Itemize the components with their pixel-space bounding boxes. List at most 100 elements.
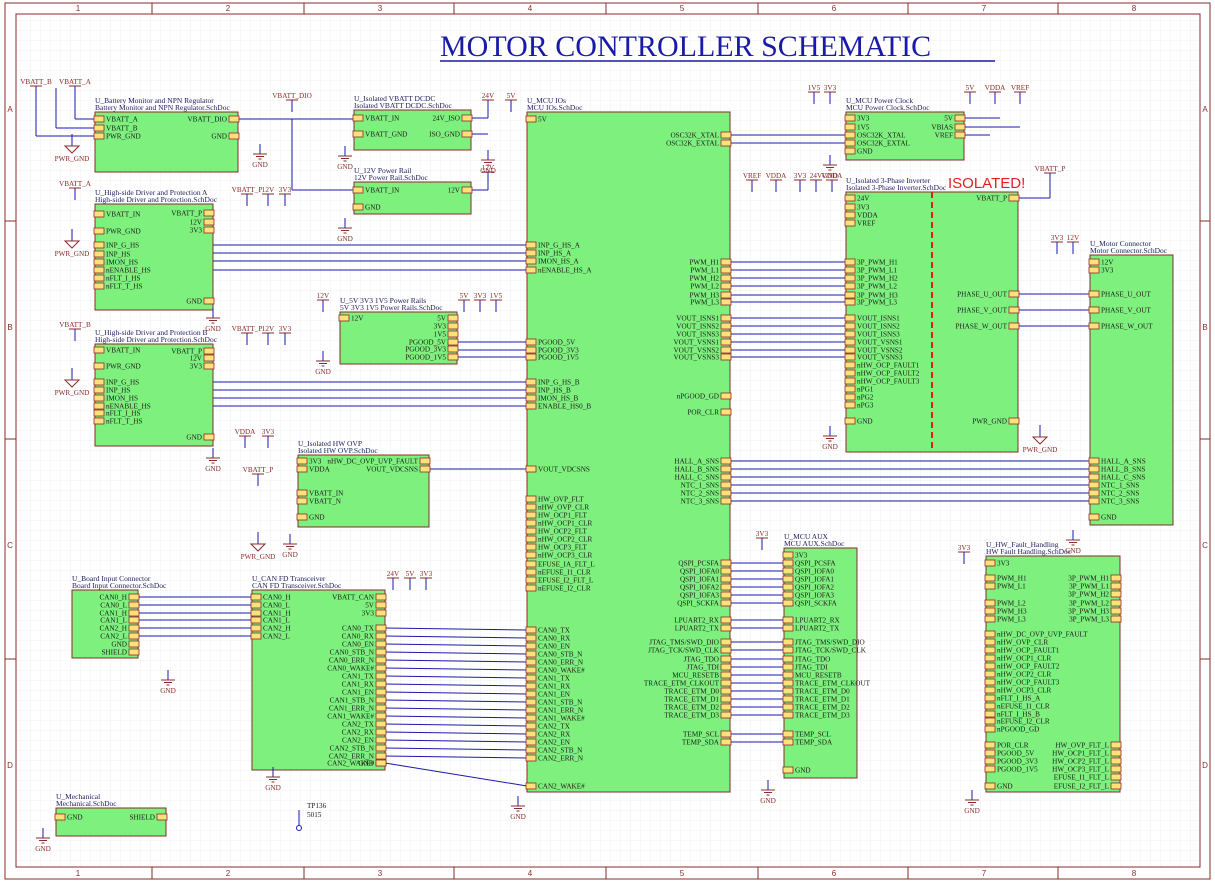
sheet-entry-port[interactable] — [1088, 513, 1100, 521]
sheet-entry-port[interactable] — [720, 282, 732, 290]
sheet-entry-port[interactable] — [844, 123, 856, 131]
sheet-entry-port[interactable] — [954, 114, 966, 122]
sheet-entry-port[interactable] — [375, 624, 387, 632]
sheet-entry-port[interactable] — [782, 551, 794, 559]
sheet-entry-port[interactable] — [782, 687, 794, 695]
sheet-entry-port[interactable] — [984, 615, 996, 623]
sheet-entry-port[interactable] — [720, 583, 732, 591]
sheet-entry-port[interactable] — [93, 417, 105, 425]
sheet-entry-port[interactable] — [844, 258, 856, 266]
sheet-entry-port[interactable] — [93, 362, 105, 370]
sheet-symbol-battery[interactable]: U_Battery Monitor and NPN RegulatorBatte… — [93, 96, 240, 173]
sheet-entry-port[interactable] — [525, 115, 537, 123]
sheet-entry-port[interactable] — [844, 369, 856, 377]
sheet-entry-port[interactable] — [93, 394, 105, 402]
sheet-entry-port[interactable] — [720, 392, 732, 400]
sheet-entry-port[interactable] — [782, 591, 794, 599]
sheet-entry-port[interactable] — [720, 338, 732, 346]
sheet-entry-port[interactable] — [525, 626, 537, 634]
sheet-entry-port[interactable] — [844, 147, 856, 155]
sheet-entry-port[interactable] — [984, 749, 996, 757]
sheet-entry-port[interactable] — [93, 402, 105, 410]
sheet-entry-port[interactable] — [984, 741, 996, 749]
sheet-entry-port[interactable] — [954, 131, 966, 139]
sheet-entry-port[interactable] — [525, 402, 537, 410]
sheet-entry-port[interactable] — [525, 634, 537, 642]
sheet-entry-port[interactable] — [984, 638, 996, 646]
sheet-entry-port[interactable] — [93, 250, 105, 258]
sheet-entry-port[interactable] — [1110, 782, 1122, 790]
sheet-entry-port[interactable] — [375, 752, 387, 760]
sheet-entry-port[interactable] — [844, 139, 856, 147]
sheet-entry-port[interactable] — [375, 704, 387, 712]
sheet-entry-port[interactable] — [1110, 757, 1122, 765]
sheet-entry-port[interactable] — [844, 417, 856, 425]
sheet-entry-port[interactable] — [782, 583, 794, 591]
sheet-entry-port[interactable] — [93, 132, 105, 140]
sheet-entry-port[interactable] — [296, 497, 308, 505]
sheet-entry-port[interactable] — [844, 211, 856, 219]
sheet-symbol-body[interactable] — [297, 454, 430, 528]
sheet-entry-port[interactable] — [1088, 497, 1100, 505]
sheet-entry-port[interactable] — [984, 662, 996, 670]
sheet-entry-port[interactable] — [1088, 473, 1100, 481]
sheet-entry-port[interactable] — [525, 535, 537, 543]
sheet-entry-port[interactable] — [1110, 599, 1122, 607]
sheet-entry-port[interactable] — [844, 203, 856, 211]
sheet-entry-port[interactable] — [1088, 481, 1100, 489]
sheet-entry-port[interactable] — [844, 114, 856, 122]
sheet-entry-port[interactable] — [525, 666, 537, 674]
sheet-entry-port[interactable] — [250, 601, 262, 609]
sheet-entry-port[interactable] — [1088, 258, 1100, 266]
sheet-entry-port[interactable] — [782, 599, 794, 607]
sheet-entry-port[interactable] — [984, 646, 996, 654]
sheet-entry-port[interactable] — [1110, 749, 1122, 757]
sheet-entry-port[interactable] — [1110, 574, 1122, 582]
sheet-entry-port[interactable] — [720, 274, 732, 282]
sheet-entry-port[interactable] — [782, 730, 794, 738]
sheet-entry-port[interactable] — [720, 638, 732, 646]
sheet-entry-port[interactable] — [525, 527, 537, 535]
sheet-entry-port[interactable] — [720, 730, 732, 738]
sheet-entry-port[interactable] — [461, 130, 473, 138]
sheet-entry-port[interactable] — [128, 632, 140, 640]
sheet-entry-port[interactable] — [447, 338, 459, 346]
sheet-entry-port[interactable] — [984, 574, 996, 582]
sheet-entry-port[interactable] — [375, 759, 387, 767]
sheet-entry-port[interactable] — [782, 567, 794, 575]
sheet-entry-port[interactable] — [720, 346, 732, 354]
sheet-entry-port[interactable] — [525, 503, 537, 511]
sheet-entry-port[interactable] — [844, 314, 856, 322]
sheet-entry-port[interactable] — [720, 489, 732, 497]
sheet-entry-port[interactable] — [844, 194, 856, 202]
sheet-symbol-body[interactable] — [55, 807, 167, 837]
sheet-entry-port[interactable] — [525, 519, 537, 527]
sheet-entry-port[interactable] — [525, 576, 537, 584]
sheet-entry-port[interactable] — [782, 559, 794, 567]
sheet-entry-port[interactable] — [720, 497, 732, 505]
sheet-entry-port[interactable] — [250, 609, 262, 617]
sheet-entry-port[interactable] — [525, 754, 537, 762]
sheet-entry-port[interactable] — [720, 655, 732, 663]
sheet-entry-port[interactable] — [844, 219, 856, 227]
sheet-entry-port[interactable] — [128, 624, 140, 632]
sheet-entry-port[interactable] — [296, 513, 308, 521]
sheet-entry-port[interactable] — [782, 624, 794, 632]
sheet-entry-port[interactable] — [375, 609, 387, 617]
sheet-entry-port[interactable] — [375, 656, 387, 664]
sheet-entry-port[interactable] — [375, 720, 387, 728]
sheet-entry-port[interactable] — [782, 575, 794, 583]
sheet-entry-port[interactable] — [1110, 607, 1122, 615]
sheet-entry-port[interactable] — [93, 210, 105, 218]
sheet-entry-port[interactable] — [984, 765, 996, 773]
sheet-entry-port[interactable] — [93, 227, 105, 235]
sheet-entry-port[interactable] — [984, 670, 996, 678]
sheet-entry-port[interactable] — [782, 638, 794, 646]
sheet-entry-port[interactable] — [1008, 290, 1020, 298]
sheet-entry-port[interactable] — [984, 717, 996, 725]
sheet-entry-port[interactable] — [984, 599, 996, 607]
sheet-entry-port[interactable] — [525, 394, 537, 402]
